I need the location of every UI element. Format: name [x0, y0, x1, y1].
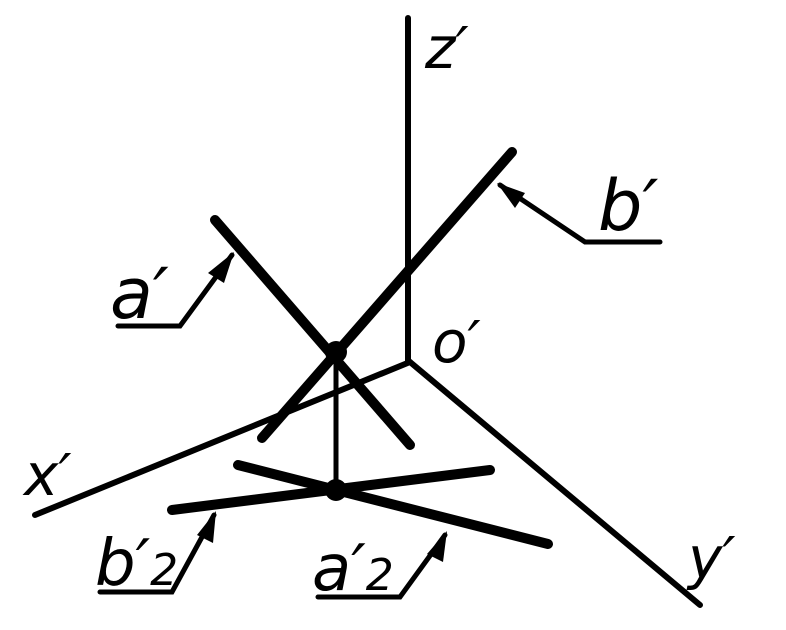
leader-a2-prime	[315, 532, 448, 600]
line-b-prime-label: b′	[598, 165, 658, 247]
leader-b-prime	[497, 182, 663, 245]
leader-a-prime	[115, 252, 235, 329]
line-a2-prime-label: a′2	[312, 532, 394, 606]
x-axis	[32, 359, 413, 518]
arrowhead-b2-prime	[197, 511, 216, 543]
intersection-point-upper	[325, 341, 347, 363]
line-a2-prime	[233, 460, 553, 549]
leader-b2-prime	[97, 512, 217, 595]
line-a-prime	[210, 215, 415, 450]
intersection-point-lower	[325, 479, 347, 501]
arrowhead-a2-prime	[427, 531, 447, 562]
line-b2-prime-label: b′2	[95, 527, 178, 601]
line-b-prime	[257, 147, 517, 443]
z-axis-label: z′	[424, 14, 469, 82]
y-axis	[407, 359, 703, 608]
x-axis-label: x′	[22, 441, 72, 509]
origin-label: o′	[432, 308, 481, 376]
arrowhead-a-prime	[208, 252, 234, 283]
line-a-prime-label: a′	[110, 253, 169, 335]
y-axis-label: y′	[686, 524, 736, 592]
arrowhead-b-prime	[497, 183, 525, 208]
